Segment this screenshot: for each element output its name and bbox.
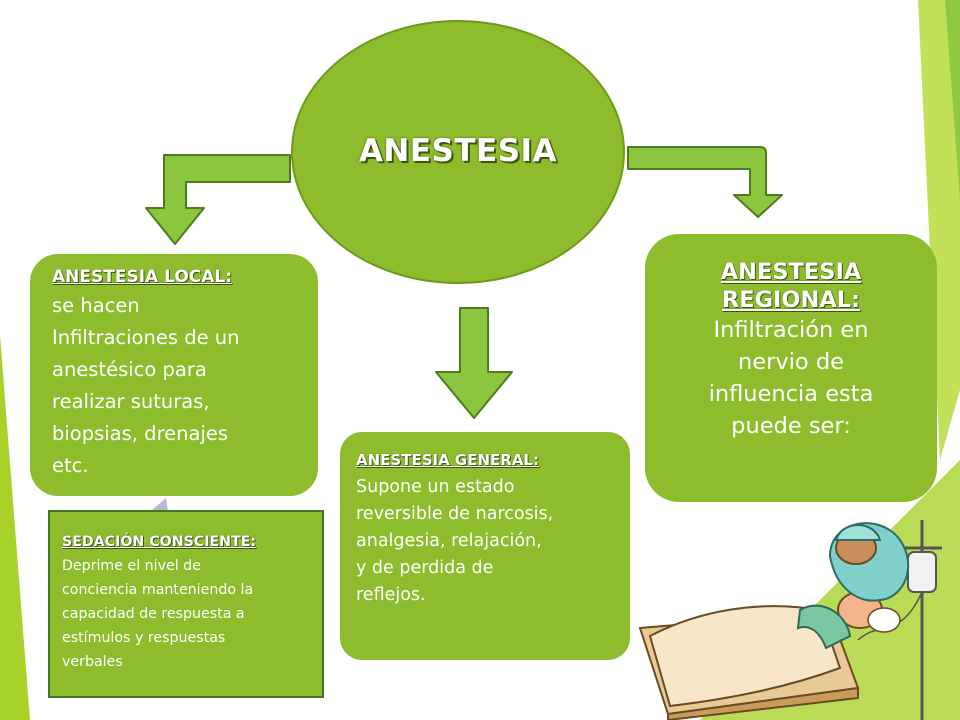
anestesia-ellipse: [291, 20, 625, 284]
general-line: reflejos.: [356, 585, 426, 605]
left-accent-shape: [0, 335, 30, 720]
sedation-line: conciencia manteniendo la: [62, 582, 254, 598]
local-line: Infiltraciones de un: [52, 326, 240, 349]
local-line: anestésico para: [52, 358, 207, 381]
local-anesthesia-heading: ANESTESIA LOCAL:: [52, 267, 233, 287]
local-line: realizar suturas,: [52, 390, 210, 413]
sedation-line: capacidad de respuesta a: [62, 606, 245, 622]
regional-anesthesia-box: ANESTESIA REGIONAL: Infiltración en nerv…: [645, 234, 937, 502]
conscious-sedation-box: SEDACIÓN CONSCIENTE: Deprime el nivel de…: [48, 510, 324, 698]
general-line: Supone un estado: [356, 477, 515, 497]
regional-line: influencia esta: [708, 381, 874, 407]
regional-anesthesia-heading: ANESTESIA: [720, 259, 862, 285]
sedation-line: estímulos y respuestas: [62, 630, 226, 646]
regional-line: puede ser:: [731, 413, 851, 439]
local-anesthesia-box: ANESTESIA LOCAL: se hacen Infiltraciones…: [30, 254, 318, 496]
general-line: reversible de narcosis,: [356, 504, 554, 524]
right-accent-stripe-2: [945, 0, 960, 200]
right-accent-stripe-1: [918, 0, 960, 460]
anestesia-title: ANESTESIA: [358, 133, 558, 169]
general-anesthesia-heading: ANESTESIA GENERAL:: [356, 451, 539, 469]
regional-line: Infiltración en: [713, 317, 869, 343]
general-line: y de perdida de: [356, 558, 494, 578]
general-anesthesia-box: ANESTESIA GENERAL: Supone un estado reve…: [340, 432, 630, 660]
general-line: analgesia, relajación,: [356, 531, 542, 551]
conscious-sedation-heading: SEDACIÓN CONSCIENTE:: [62, 534, 257, 550]
sedation-line: Deprime el nivel de: [62, 558, 201, 574]
local-line: se hacen: [52, 294, 140, 317]
arrow-to-general: [435, 307, 513, 419]
local-line: biopsias, drenajes: [52, 422, 229, 445]
connector-arrow-hint: [152, 498, 168, 512]
regional-anesthesia-heading: REGIONAL:: [721, 287, 861, 313]
surgery-patient-drip-icon: [638, 520, 942, 720]
local-line: etc.: [52, 454, 89, 477]
regional-line: nervio de: [738, 349, 844, 375]
arrow-to-regional: [627, 146, 783, 218]
arrow-to-local: [145, 154, 291, 245]
sedation-line: verbales: [62, 654, 123, 670]
